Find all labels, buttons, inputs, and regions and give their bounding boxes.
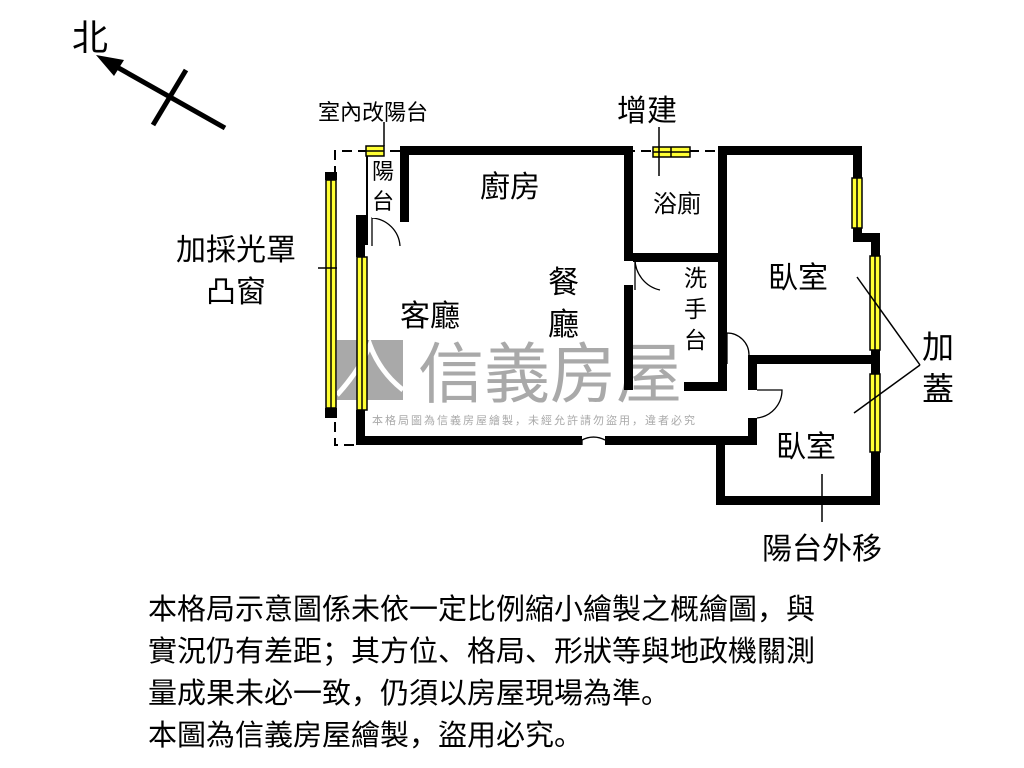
annotation-added-cover-line1: 加 bbox=[922, 328, 955, 366]
north-arrow-icon bbox=[96, 55, 227, 131]
room-label-wash-basin: 洗手台 bbox=[684, 266, 707, 354]
room-label-living: 客廳 bbox=[400, 299, 460, 334]
room-label-bedroom-1: 臥室 bbox=[768, 261, 828, 296]
room-label-bathroom: 浴廁 bbox=[653, 190, 701, 218]
disclaimer: 本格局示意圖係未依一定比例縮小繪製之概繪圖，與 實況仍有差距；其方位、格局、形狀… bbox=[148, 588, 968, 756]
walls bbox=[325, 146, 880, 505]
annotation-bay-window: 加採光罩 凸窗 bbox=[176, 230, 296, 314]
leader-lines bbox=[318, 122, 921, 522]
disclaimer-line: 本格局示意圖係未依一定比例縮小繪製之概繪圖，與 bbox=[148, 592, 816, 626]
disclaimer-line: 實況仍有差距；其方位、格局、形狀等與地政機關測 bbox=[148, 634, 816, 668]
annotation-balcony-moved: 陽台外移 bbox=[762, 532, 882, 567]
annotation-bay-window-line2: 凸窗 bbox=[206, 275, 266, 310]
watermark-logo bbox=[335, 338, 405, 400]
room-label-dining: 餐廳 bbox=[548, 265, 579, 343]
annotation-extension: 增建 bbox=[617, 94, 677, 129]
room-label-bedroom-2: 臥室 bbox=[776, 430, 836, 465]
annotation-bay-window-line1: 加採光罩 bbox=[176, 233, 296, 268]
annotation-indoor-balcony: 室內改陽台 bbox=[318, 101, 429, 126]
disclaimer-line: 量成果未必一致，仍須以房屋現場為準。 bbox=[148, 676, 671, 710]
doors bbox=[371, 217, 783, 445]
room-label-kitchen: 廚房 bbox=[480, 170, 540, 205]
north-label: 北 bbox=[72, 18, 108, 59]
watermark-brand: 信義房屋 bbox=[418, 336, 682, 413]
disclaimer-line: 本圖為信義房屋繪製，盜用必究。 bbox=[148, 718, 584, 752]
watermark-notice: 本格局圖為信義房屋繪製，未經允許請勿盜用，違者必究 bbox=[372, 413, 697, 427]
room-label-balcony-vertical: 陽台 bbox=[372, 158, 396, 218]
annotation-added-cover: 加 蓋 bbox=[922, 326, 954, 410]
annotation-added-cover-line2: 蓋 bbox=[922, 370, 955, 408]
